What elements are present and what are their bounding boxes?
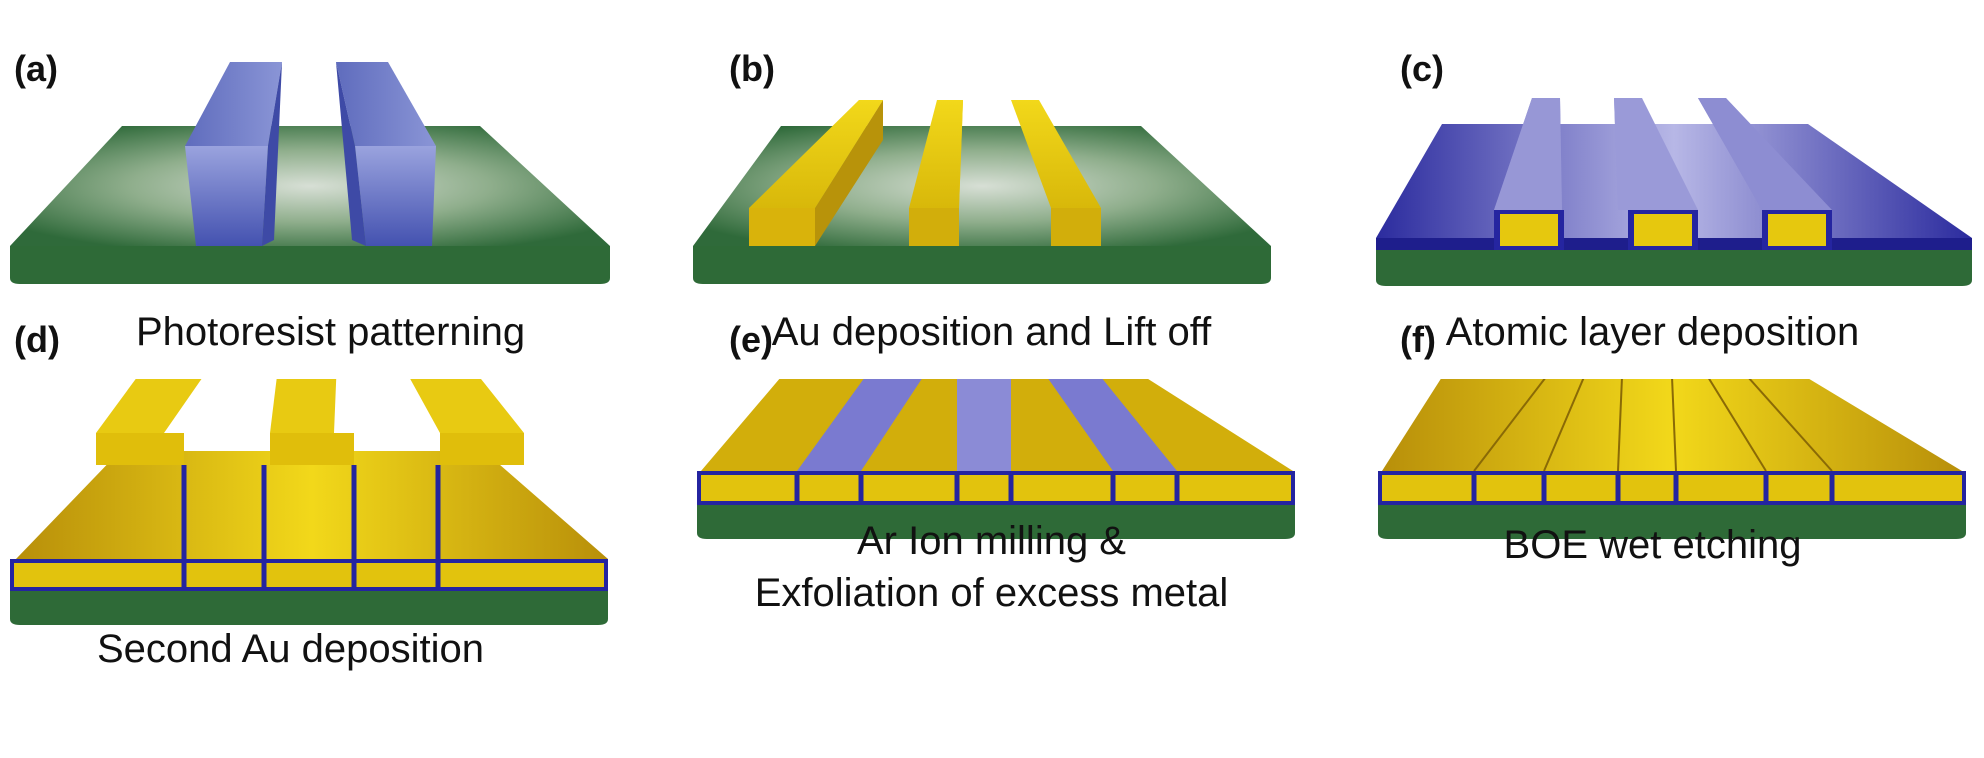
gold-bar-front — [96, 433, 184, 465]
panel-label: (d) — [14, 319, 60, 360]
gold-bar-front — [270, 433, 354, 465]
second-au-deposition-illustration — [10, 379, 608, 625]
gold-strip-top — [909, 100, 963, 208]
panel-caption: Ar Ion milling & Exfoliation of excess m… — [754, 519, 1229, 615]
panel-caption: Photoresist patterning — [135, 310, 526, 354]
panel-e: (e) Ar Ion milling & Exfoliation of exce… — [661, 319, 1322, 758]
gold-bar-top — [96, 379, 202, 433]
photoresist-bar-front — [355, 146, 436, 246]
gold-layer-front — [14, 563, 604, 587]
photoresist-bar-top — [336, 62, 436, 146]
gold-core — [1500, 214, 1558, 246]
substrate-top — [10, 126, 610, 246]
coated-ridge-top — [1614, 98, 1698, 210]
gold-strip-front — [909, 208, 959, 246]
substrate-side — [10, 246, 610, 284]
gold-bar-top — [410, 379, 524, 433]
panel-label: (e) — [729, 319, 773, 360]
panel-caption: Atomic layer deposition — [1445, 310, 1860, 354]
gold-strip-top — [1011, 100, 1101, 208]
gold-layer-front — [701, 475, 1291, 501]
substrate-side — [1376, 250, 1972, 286]
photoresist-bar-front — [185, 146, 268, 246]
gold-bar-top — [270, 379, 337, 433]
gold-layer-top — [16, 451, 608, 559]
gold-bar-front — [440, 433, 524, 465]
photoresist-bar-side — [262, 62, 282, 246]
gold-strip-front — [749, 208, 815, 246]
panel-label: (c) — [1400, 48, 1444, 89]
coated-ridge-top — [1494, 98, 1562, 210]
boe-wet-etching-illustration — [1378, 379, 1966, 539]
panel-label: (a) — [14, 48, 58, 89]
atomic-layer-deposition-illustration — [1376, 98, 1972, 286]
coated-ridge-top — [1698, 98, 1832, 210]
gold-strip-side — [815, 100, 883, 246]
au-deposition-illustration — [693, 100, 1271, 284]
alumina-strip-top — [1048, 379, 1177, 471]
panel-a: (a) Photoresist patterning — [0, 0, 661, 379]
ion-milling-illustration — [697, 379, 1295, 539]
substrate-side — [693, 246, 1271, 284]
panel-label: (f) — [1400, 319, 1436, 360]
gold-strip-top — [749, 100, 883, 208]
gold-strip-front — [1051, 208, 1101, 246]
panel-label: (b) — [729, 48, 775, 89]
panel-caption: Second Au deposition — [97, 627, 484, 671]
substrate-side — [697, 505, 1295, 539]
substrate-side — [10, 591, 608, 625]
gold-layer-front — [1382, 475, 1962, 501]
photoresist-bar-side — [336, 62, 366, 246]
substrate-side — [1378, 505, 1966, 539]
panel-caption: Au deposition and Lift off — [771, 310, 1212, 354]
panel-b: (b) Au deposition and Lift off — [661, 0, 1322, 379]
alumina-strip-top — [797, 379, 922, 471]
photoresist-bar-top — [185, 62, 282, 146]
gold-core — [1634, 214, 1692, 246]
panel-caption: BOE wet etching — [1503, 523, 1802, 567]
panel-d: (d) Second Au deposition — [0, 319, 661, 758]
alumina-strip-top — [957, 379, 1011, 471]
panel-f: (f) BOE wet etching — [1322, 319, 1983, 758]
photoresist-patterning-illustration — [10, 62, 610, 284]
panel-c: (c) Atomic layer deposition — [1322, 0, 1983, 379]
gold-core — [1768, 214, 1826, 246]
